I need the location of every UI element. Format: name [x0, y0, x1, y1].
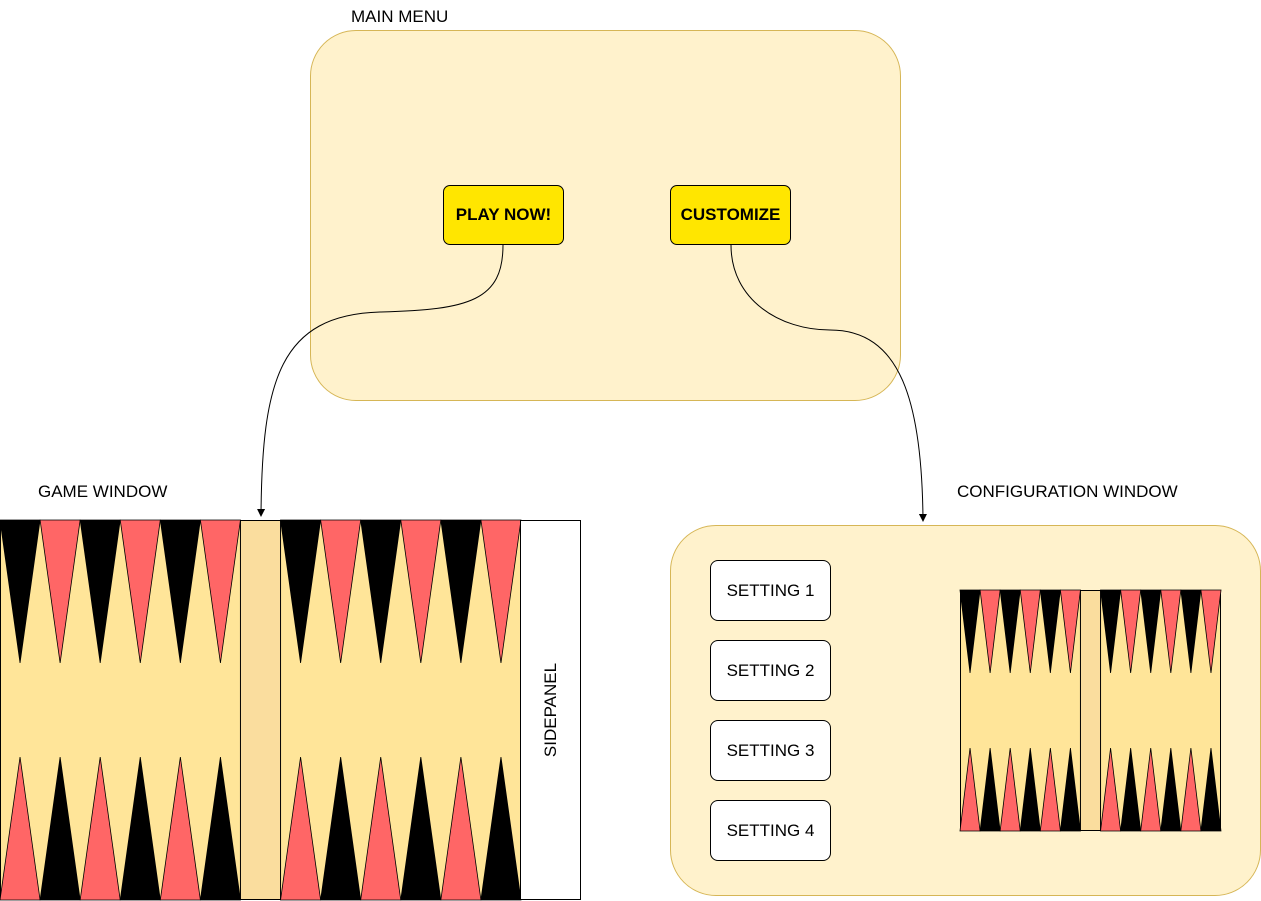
preview-point-top[interactable]: [1160, 589, 1182, 674]
game-point-top[interactable]: [79, 519, 121, 664]
play-now-button[interactable]: PLAY NOW!: [443, 185, 564, 245]
configuration-window-title: CONFIGURATION WINDOW: [957, 482, 1178, 501]
sidepanel: SIDEPANEL: [520, 520, 581, 900]
preview-point-bottom[interactable]: [1019, 747, 1041, 832]
setting-4-button[interactable]: SETTING 4: [710, 800, 831, 861]
preview-bar: [1079, 590, 1102, 831]
game-window-title: GAME WINDOW: [38, 482, 168, 501]
preview-point-top[interactable]: [1140, 589, 1162, 674]
game-point-top[interactable]: [39, 519, 81, 664]
preview-point-bottom[interactable]: [1140, 747, 1162, 832]
customize-button[interactable]: CUSTOMIZE: [670, 185, 791, 245]
preview-point-bottom[interactable]: [1120, 747, 1142, 832]
game-point-top[interactable]: [280, 519, 322, 664]
game-point-bottom[interactable]: [199, 756, 241, 901]
game-point-bottom[interactable]: [159, 756, 201, 901]
game-point-top[interactable]: [159, 519, 201, 664]
setting-3-button[interactable]: SETTING 3: [710, 720, 831, 781]
preview-board: [959, 589, 1222, 832]
preview-point-bottom[interactable]: [1100, 747, 1122, 832]
preview-point-top[interactable]: [1120, 589, 1142, 674]
preview-point-top[interactable]: [979, 589, 1001, 674]
setting-1-button[interactable]: SETTING 1: [710, 560, 831, 621]
sidepanel-label: SIDEPANEL: [540, 662, 560, 758]
preview-point-top[interactable]: [999, 589, 1021, 674]
game-point-bottom[interactable]: [480, 756, 522, 901]
preview-point-top[interactable]: [1180, 589, 1202, 674]
game-board[interactable]: [0, 519, 522, 901]
game-point-top[interactable]: [400, 519, 442, 664]
game-point-bottom[interactable]: [0, 756, 41, 901]
game-point-top[interactable]: [360, 519, 402, 664]
preview-point-bottom[interactable]: [1039, 747, 1061, 832]
game-point-top[interactable]: [0, 519, 41, 664]
preview-point-bottom[interactable]: [1200, 747, 1222, 832]
preview-point-bottom[interactable]: [979, 747, 1001, 832]
game-point-top[interactable]: [119, 519, 161, 664]
setting-2-button[interactable]: SETTING 2: [710, 640, 831, 701]
game-bar: [239, 520, 282, 900]
preview-point-bottom[interactable]: [1180, 747, 1202, 832]
main-menu-title: MAIN MENU: [351, 7, 449, 26]
game-point-bottom[interactable]: [39, 756, 81, 901]
preview-point-bottom[interactable]: [999, 747, 1021, 832]
game-point-top[interactable]: [440, 519, 482, 664]
main-menu-panel: [310, 30, 901, 401]
game-point-bottom[interactable]: [440, 756, 482, 901]
game-point-bottom[interactable]: [360, 756, 402, 901]
preview-point-top[interactable]: [1019, 589, 1041, 674]
preview-point-top[interactable]: [959, 589, 981, 674]
game-point-top[interactable]: [199, 519, 241, 664]
game-point-bottom[interactable]: [320, 756, 362, 901]
preview-point-bottom[interactable]: [1059, 747, 1081, 832]
preview-point-bottom[interactable]: [1160, 747, 1182, 832]
game-point-bottom[interactable]: [280, 756, 322, 901]
game-point-top[interactable]: [480, 519, 522, 664]
preview-point-top[interactable]: [1059, 589, 1081, 674]
preview-point-bottom[interactable]: [959, 747, 981, 832]
game-point-top[interactable]: [320, 519, 362, 664]
game-point-bottom[interactable]: [119, 756, 161, 901]
game-point-bottom[interactable]: [400, 756, 442, 901]
game-point-bottom[interactable]: [79, 756, 121, 901]
preview-point-top[interactable]: [1039, 589, 1061, 674]
preview-point-top[interactable]: [1200, 589, 1222, 674]
preview-point-top[interactable]: [1100, 589, 1122, 674]
